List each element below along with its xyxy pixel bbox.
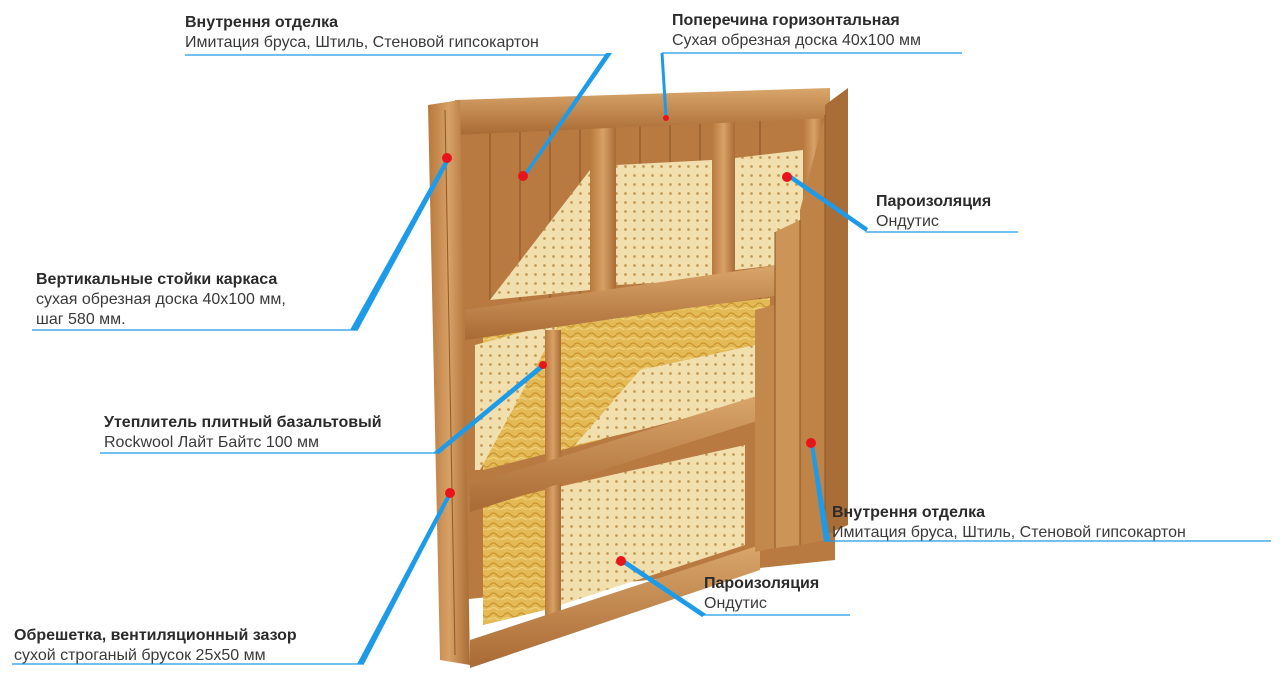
leader-line-5 — [433, 364, 545, 453]
callout-title: Внутрення отделка — [185, 14, 339, 31]
leader-line-2 — [660, 52, 668, 118]
callout-detail: Rockwool Лайт Байтс 100 мм — [104, 434, 319, 451]
callout-detail: сухой строганый брусок 25х50 мм — [14, 647, 266, 664]
callout-title: Внутрення отделка — [832, 504, 986, 521]
callout-detail: Имитация бруса, Штиль, Стеновой гипсокар… — [185, 34, 539, 51]
callout-insulation: Утеплитель плитный базальтовый Rockwool … — [104, 413, 382, 453]
marker-dot-6 — [806, 438, 816, 448]
leader-lines — [12, 52, 1271, 665]
insulation-lower — [483, 490, 545, 625]
callout-vapor-barrier-bottom: Пароизоляция Ондутис — [704, 574, 819, 614]
callout-detail: шаг 580 мм. — [36, 311, 126, 328]
callout-inner-finish-right: Внутрення отделка Имитация бруса, Штиль,… — [832, 503, 1186, 543]
vapor-barrier-middle — [475, 322, 560, 470]
leader-line-6 — [810, 444, 830, 542]
marker-dot-2 — [663, 115, 669, 121]
left-post — [428, 100, 470, 665]
callout-battens-vent-gap: Обрешетка, вентиляционный зазор сухой ст… — [14, 626, 297, 666]
callout-title: Обрешетка, вентиляционный зазор — [14, 627, 297, 644]
leader-line-8 — [357, 493, 452, 664]
callout-title: Пароизоляция — [704, 575, 820, 592]
marker-dots — [442, 115, 816, 566]
callout-title: Пароизоляция — [876, 193, 992, 210]
callout-horizontal-crossbar: Поперечина горизонтальная Сухая обрезная… — [672, 11, 921, 51]
marker-dot-1 — [518, 171, 528, 181]
marker-dot-3 — [782, 172, 792, 182]
vapor-barrier-lower — [545, 445, 745, 610]
callout-vertical-studs: Вертикальные стойки каркаса сухая обрезн… — [36, 270, 286, 330]
leader-line-4 — [350, 158, 450, 330]
callout-title: Вертикальные стойки каркаса — [36, 271, 278, 288]
marker-dot-8 — [445, 488, 455, 498]
callout-detail: Ондутис — [704, 595, 767, 612]
leader-line-7 — [620, 559, 706, 617]
callout-inner-finish-top: Внутрення отделка Имитация бруса, Штиль,… — [185, 13, 539, 53]
callout-detail: Сухая обрезная доска 40х100 мм — [672, 32, 921, 49]
callout-detail: Имитация бруса, Штиль, Стеновой гипсокар… — [832, 524, 1186, 541]
callout-vapor-barrier-top: Пароизоляция Ондутис — [876, 192, 991, 232]
callout-detail: Ондутис — [876, 213, 939, 230]
leader-line-3 — [788, 174, 868, 232]
callout-title: Поперечина горизонтальная — [672, 12, 900, 29]
horizontal-rails — [455, 88, 830, 668]
callout-title: Утеплитель плитный базальтовый — [104, 414, 382, 431]
right-boards — [755, 88, 848, 552]
callout-detail: сухая обрезная доска 40х100 мм, — [36, 291, 286, 308]
vapor-barrier-upper — [490, 170, 590, 300]
vapor-barrier-upper-mid — [616, 160, 712, 285]
vapor-barrier-middle-right — [575, 345, 755, 445]
marker-dot-4 — [442, 153, 452, 163]
marker-dot-7 — [616, 556, 626, 566]
marker-dot-5 — [539, 361, 547, 369]
leader-line-1 — [523, 53, 612, 175]
